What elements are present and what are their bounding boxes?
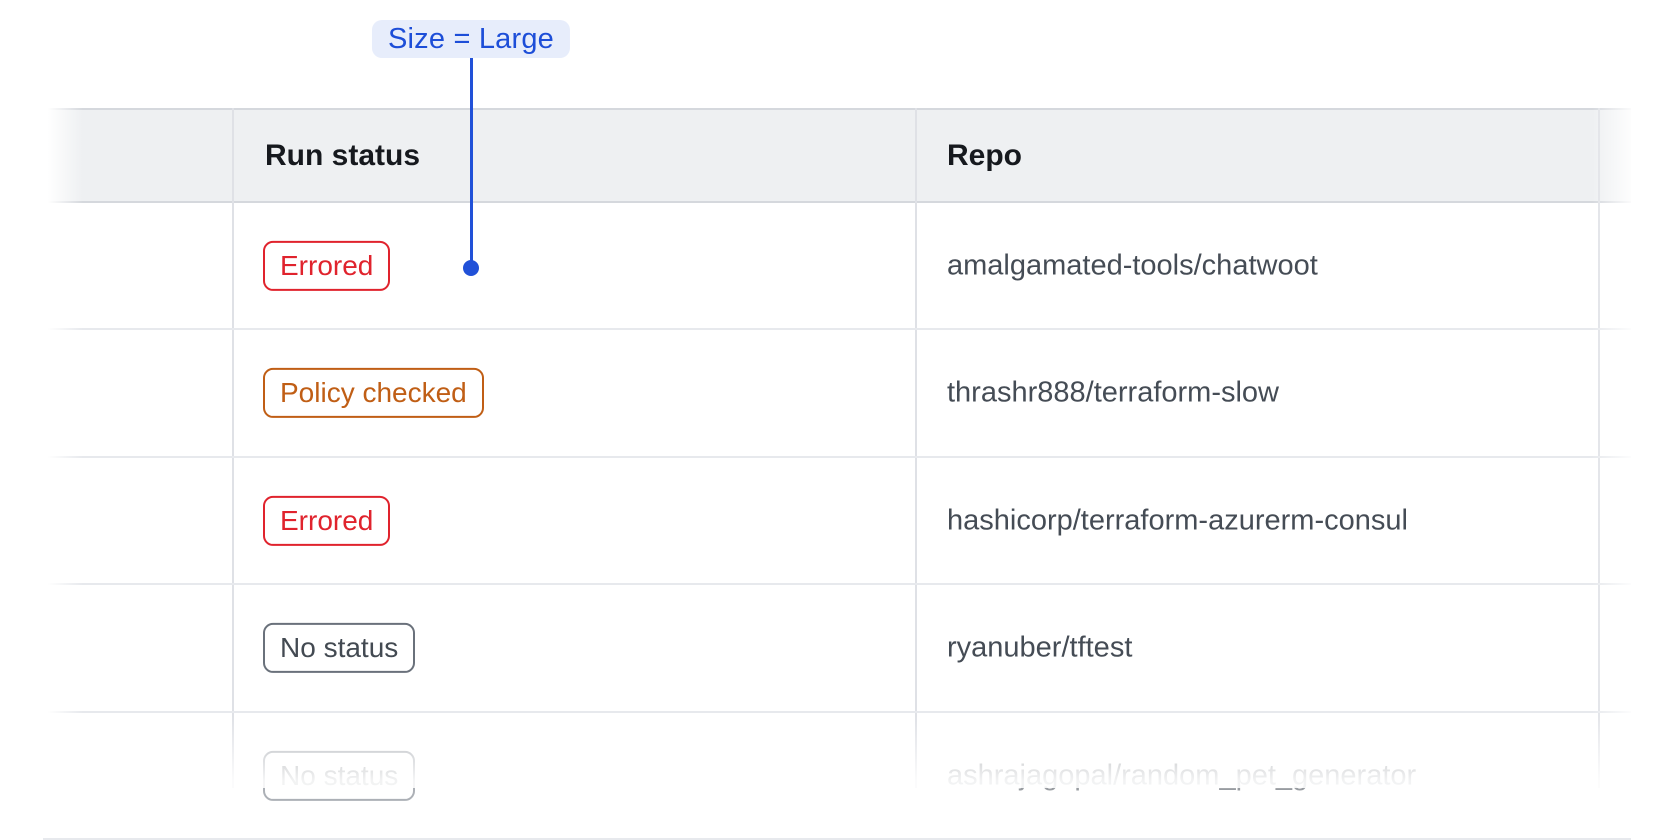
column-header-run-status: Run status — [265, 138, 421, 172]
runs-table: Run status Repo Errored amalgamated-tool… — [43, 108, 1631, 840]
column-header-repo: Repo — [947, 138, 1022, 172]
table-row[interactable]: Errored hashicorp/terraform-azurerm-cons… — [43, 458, 1631, 585]
column-divider — [915, 108, 917, 788]
repo-name: thrashr888/terraform-slow — [947, 376, 1279, 409]
table-row[interactable]: Policy checked thrashr888/terraform-slow — [43, 330, 1631, 458]
size-annotation-pill: Size = Large — [371, 20, 571, 58]
annotation-pointer-line — [470, 58, 473, 262]
table-row[interactable]: Errored amalgamated-tools/chatwoot — [43, 203, 1631, 330]
table-header-row: Run status Repo — [43, 108, 1631, 203]
run-status-badge: No status — [263, 622, 416, 674]
table-row[interactable]: No status ashrajagopal/random_pet_genera… — [43, 713, 1631, 840]
run-status-badge: Policy checked — [263, 367, 484, 419]
run-status-badge: No status — [263, 750, 416, 801]
size-annotation-label: Size = Large — [387, 22, 555, 55]
repo-name: hashicorp/terraform-azurerm-consul — [947, 504, 1408, 536]
run-status-badge: Errored — [263, 495, 391, 546]
table-row[interactable]: No status ryanuber/tftest — [43, 585, 1631, 713]
repo-name: amalgamated-tools/chatwoot — [947, 249, 1318, 281]
run-status-badge: Errored — [263, 240, 391, 291]
repo-name: ryanuber/tftest — [947, 631, 1133, 664]
annotation-pointer-dot-icon — [463, 260, 479, 276]
repo-name: ashrajagopal/random_pet_generator — [947, 759, 1417, 791]
column-divider — [232, 108, 234, 788]
